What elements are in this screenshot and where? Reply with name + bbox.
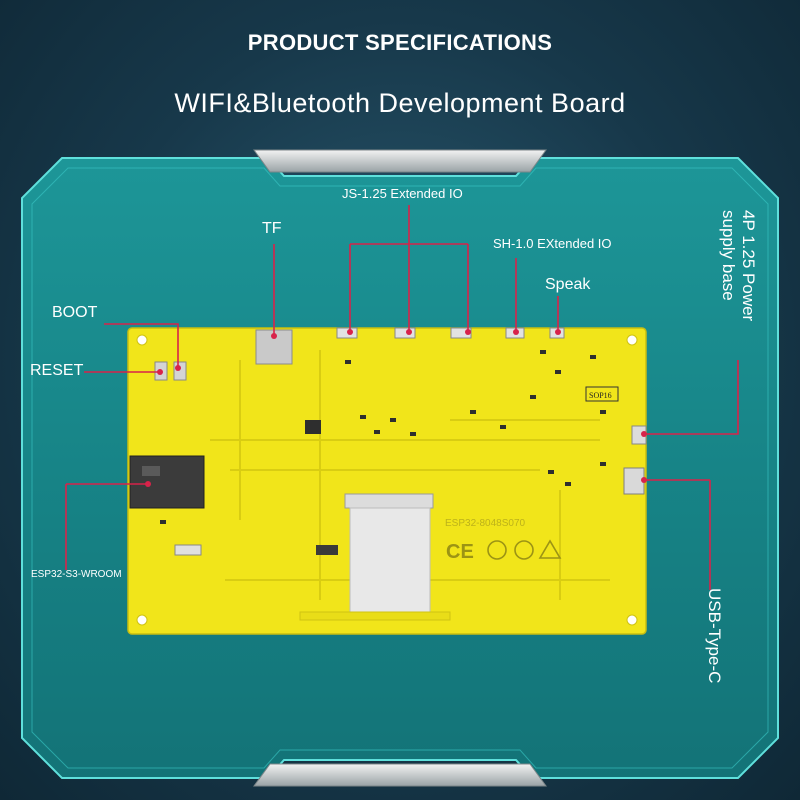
leader-lines	[65, 205, 739, 590]
bottom-strip	[299, 611, 451, 621]
fpc-connector-main	[344, 493, 434, 509]
smd-components	[160, 350, 606, 524]
frame-inner-line	[31, 167, 769, 769]
label-usb: USB-Type-C	[705, 588, 724, 684]
label-power-line2: supply base	[719, 210, 738, 301]
esp-module	[129, 455, 205, 509]
sop16-chip	[585, 386, 619, 402]
pcb-traces	[210, 350, 610, 600]
mounting-holes	[136, 334, 638, 626]
usb-c-port	[623, 467, 645, 495]
svg-text:CE: CE	[446, 541, 474, 563]
label-reset: RESET	[30, 362, 84, 379]
small-connector-left	[174, 544, 202, 556]
page-title: PRODUCT SPECIFICATIONS	[247, 30, 553, 55]
label-esp-module: ESP32-S3-WROOM	[31, 569, 122, 580]
label-tf: TF	[262, 220, 282, 237]
esp-antenna	[142, 466, 160, 476]
boot-button	[173, 361, 187, 381]
label-sh-io: SH-1.0 EXtended IO	[493, 236, 612, 251]
label-speak: Speak	[545, 276, 591, 293]
top-tab	[253, 149, 547, 173]
label-boot: BOOT	[52, 304, 98, 321]
small-connector-mid	[316, 545, 338, 555]
bottom-tab	[253, 763, 547, 787]
chip-marking: SOP16	[589, 391, 612, 400]
label-power-base: 4P 1.25 Power supply base	[718, 210, 758, 321]
silkscreen-model: ESP32-8048S070	[445, 518, 526, 529]
page-subtitle: WIFI&Bluetooth Development Board	[174, 88, 626, 118]
certification-marks: CE	[446, 539, 562, 563]
label-js-io: JS-1.25 Extended IO	[342, 186, 463, 201]
label-power-line1: 4P 1.25 Power	[739, 210, 758, 322]
display-flex-area	[349, 507, 431, 613]
leader-dots	[145, 329, 647, 487]
